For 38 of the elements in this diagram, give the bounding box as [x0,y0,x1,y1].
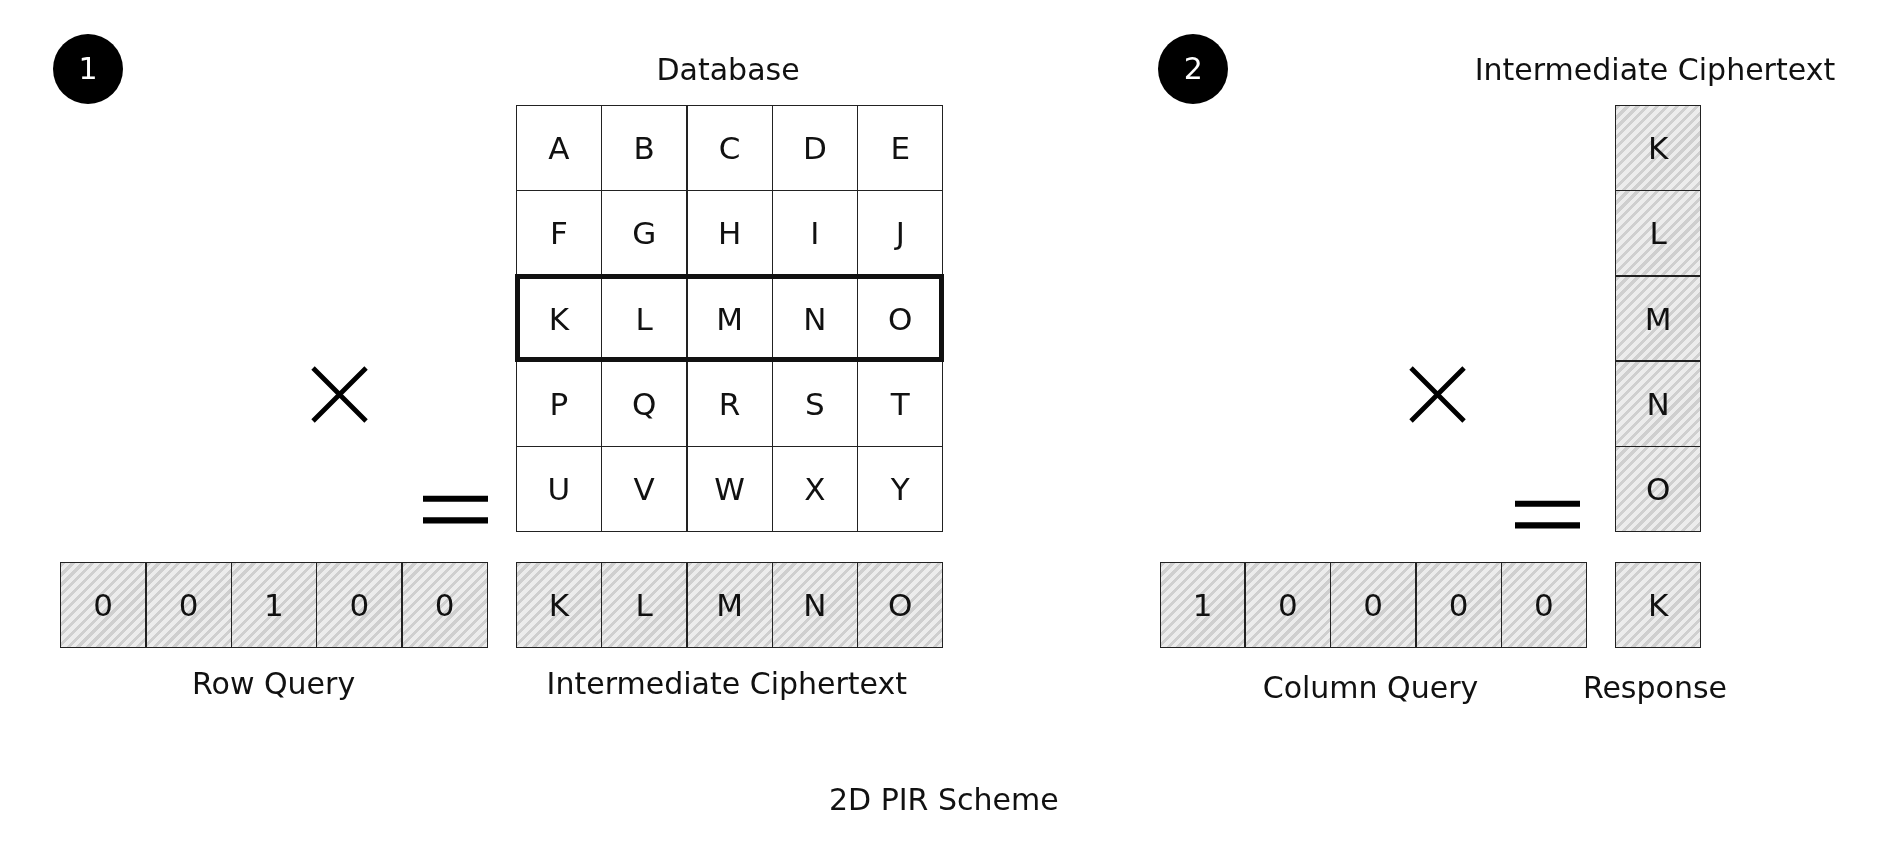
query-bit: 0 [1415,561,1502,648]
ciphertext-cell: K [515,561,602,648]
ciphertext-cell: K [1615,104,1702,191]
ciphertext-cell: O [1615,446,1702,533]
letter-cell: C [686,104,773,191]
vector-label: Intermediate Ciphertext [546,665,908,701]
response-cell: K [1615,561,1702,648]
ciphertext-cell: O [857,561,944,648]
query-bit: 0 [145,561,232,648]
ciphertext-cell: L [601,561,688,648]
letter-cell: E [857,104,944,191]
query-bit: 0 [316,561,403,648]
ciphertext-cell: L [1615,190,1702,277]
query-bit: 0 [1330,561,1417,648]
table-title: Database [656,51,800,87]
ciphertext-cell: N [771,561,858,648]
vector-label: Intermediate Ciphertext [1474,51,1836,87]
ciphertext-cell: N [1615,360,1702,447]
ciphertext-cell: M [1615,275,1702,362]
letter-cell: V [601,446,688,533]
letter-cell: A [515,104,602,191]
query-bit: 1 [230,561,317,648]
vector-label: Row Query [192,665,356,701]
vector-label: Response [1582,669,1727,705]
letter-cell: Y [857,446,944,533]
query-bit: 0 [1500,561,1587,648]
query-bit: 0 [401,561,488,648]
letter-cell: U [515,446,602,533]
letter-cell: W [686,446,773,533]
caption: 2D PIR Scheme [828,781,1059,817]
letter-cell: B [601,104,688,191]
step-number: 2 [1158,33,1229,104]
query-bit: 0 [1244,561,1331,648]
vector-label: Column Query [1262,669,1479,705]
step-number: 1 [53,33,123,104]
query-bit: 1 [1159,561,1246,648]
ciphertext-cell: M [686,561,773,648]
query-bit: 0 [60,561,147,648]
